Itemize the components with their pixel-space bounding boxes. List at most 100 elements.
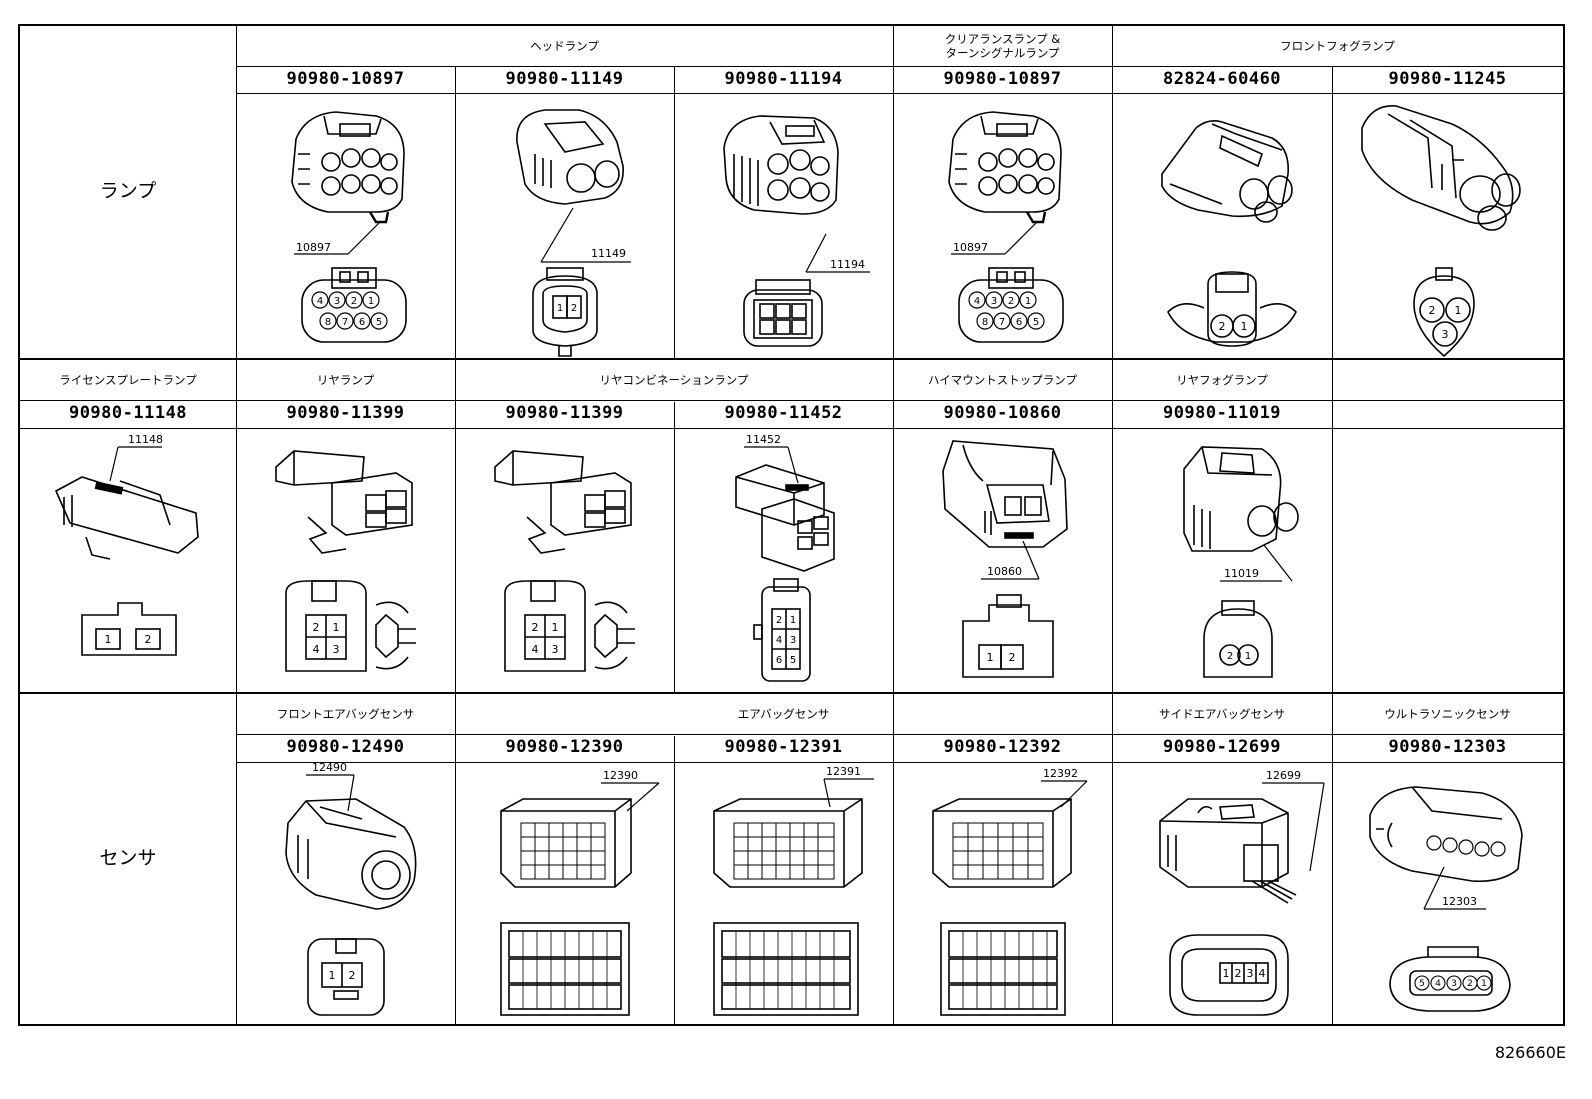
connector-drawing: 10897 4 3 2 1 8 7 6 5	[948, 111, 1064, 343]
pin-number: 2	[1227, 651, 1233, 662]
grid-line	[20, 428, 1563, 429]
pin-number: 1	[105, 633, 112, 646]
pin-number: 3	[991, 296, 997, 307]
pin-number: 1	[1245, 651, 1251, 662]
connector-drawing: 12392	[932, 767, 1088, 1016]
connector-drawing: 2 1	[1161, 120, 1297, 347]
connector-drawing: 2 1 4 3	[494, 450, 635, 672]
callout-label: 11019	[1224, 567, 1259, 580]
row-label-lamp: ランプ	[99, 180, 157, 203]
pin-number: 2	[1235, 967, 1242, 980]
category-side-airbag-sensor: サイドエアバッグセンサ	[1158, 706, 1286, 721]
grid-line	[674, 402, 675, 694]
connector-drawing: 11194	[723, 115, 870, 347]
grid-line	[20, 358, 1563, 360]
part-number: 90980-11399	[505, 403, 624, 424]
pin-number: 1	[1481, 979, 1487, 989]
pin-number: 1	[552, 621, 559, 634]
pin-number: 3	[790, 635, 796, 646]
part-number: 90980-11148	[68, 403, 188, 424]
pin-number: 1	[329, 969, 336, 982]
grid-line	[236, 26, 237, 1024]
connector-drawing: 11148 1 2	[54, 433, 199, 656]
pin-number: 2	[1467, 979, 1473, 989]
grid-line	[236, 66, 1563, 67]
callout-label: 10860	[987, 565, 1022, 578]
part-number: 90980-10897	[286, 68, 405, 89]
pin-number: 4	[313, 643, 320, 656]
category-high-mount-stop-lamp: ハイマウントストップランプ	[928, 372, 1077, 387]
callout-label: 12699	[1266, 769, 1301, 782]
grid-line	[1112, 26, 1113, 1024]
pin-number: 3	[333, 643, 340, 656]
pin-number: 2	[1008, 296, 1014, 307]
grid-line	[236, 734, 1563, 735]
connector-drawing: 11452 2 1 4 3 6 5	[735, 433, 835, 682]
pin-number: 1	[1455, 304, 1462, 317]
part-number: 90980-11019	[1162, 403, 1282, 424]
pin-number: 3	[1247, 967, 1254, 980]
connector-drawing: 2 1 4 3	[275, 450, 416, 672]
pin-number: 1	[557, 303, 563, 314]
pin-number: 5	[376, 317, 382, 328]
callout-label: 12391	[826, 765, 861, 778]
row-label-sensor: センサ	[99, 847, 157, 870]
callout-label: 11148	[128, 433, 163, 446]
category-rear-fog-lamp: リヤフォグランプ	[1176, 372, 1268, 387]
pin-number: 2	[1009, 651, 1016, 664]
pin-number: 3	[334, 296, 340, 307]
pin-number: 2	[313, 621, 320, 634]
grid-line	[236, 762, 1563, 763]
pin-number: 4	[1435, 979, 1441, 989]
pin-number: 2	[571, 303, 577, 314]
callout-label: 12390	[603, 769, 638, 782]
pin-number: 4	[974, 296, 980, 307]
part-number: 90980-12699	[1162, 737, 1282, 758]
pin-number: 1	[1241, 320, 1248, 333]
connector-drawing: 10897 4 3 2 1 8 7 6 5	[291, 111, 407, 343]
grid-line	[893, 26, 894, 1024]
pin-number: 1	[368, 296, 374, 307]
pin-number: 1	[333, 621, 340, 634]
connector-drawing: 12391	[713, 765, 874, 1016]
pin-number: 4	[776, 635, 782, 646]
part-number: 90980-10860	[943, 403, 1062, 424]
category-airbag-sensor: エアバッグセンサ	[737, 706, 830, 721]
part-number: 82824-60460	[1162, 68, 1282, 89]
callout-label: 10897	[296, 241, 331, 254]
part-number: 90980-12392	[943, 737, 1062, 758]
part-number: 90980-12391	[724, 737, 843, 758]
part-number: 90980-11245	[1388, 68, 1507, 89]
connector-drawing: 10860 1 2	[942, 440, 1068, 678]
connector-chart: ヘッドランプ クリアランスランプ & ターンシグナルランプ フロントフォグランプ…	[18, 24, 1565, 1026]
grid-line	[1332, 66, 1333, 358]
callout-label: 11149	[591, 247, 626, 260]
pin-number: 5	[1419, 979, 1425, 989]
connector-drawing: 12390	[500, 769, 660, 1016]
grid-line	[455, 66, 456, 358]
part-number: 90980-11149	[505, 68, 624, 89]
connector-drawing: 2 1 3	[1361, 105, 1521, 358]
callout-label: 12392	[1043, 767, 1078, 780]
pin-number: 5	[1033, 317, 1039, 328]
grid-line	[674, 736, 675, 1024]
pin-number: 2	[145, 633, 152, 646]
connector-drawing: 11019 2 1	[1183, 446, 1299, 678]
category-rear-combination-lamp: リヤコンビネーションランプ	[599, 372, 749, 387]
part-number: 90980-12303	[1388, 737, 1507, 758]
pin-number: 4	[532, 643, 539, 656]
pin-number: 8	[325, 317, 331, 328]
pin-number: 2	[349, 969, 356, 982]
pin-number: 7	[999, 317, 1005, 328]
part-number: 90980-12390	[505, 737, 624, 758]
callout-label: 12303	[1442, 895, 1477, 908]
figure-code: 826660E	[1494, 1043, 1566, 1062]
pin-number: 6	[776, 655, 782, 666]
pin-number: 5	[790, 655, 796, 666]
pin-number: 1	[1025, 296, 1031, 307]
part-number: 90980-12490	[286, 737, 405, 758]
callout-label: 11452	[746, 433, 781, 446]
part-number: 90980-11399	[286, 403, 405, 424]
pin-number: 4	[317, 296, 323, 307]
connector-drawing: 11149 1 2	[516, 109, 631, 357]
